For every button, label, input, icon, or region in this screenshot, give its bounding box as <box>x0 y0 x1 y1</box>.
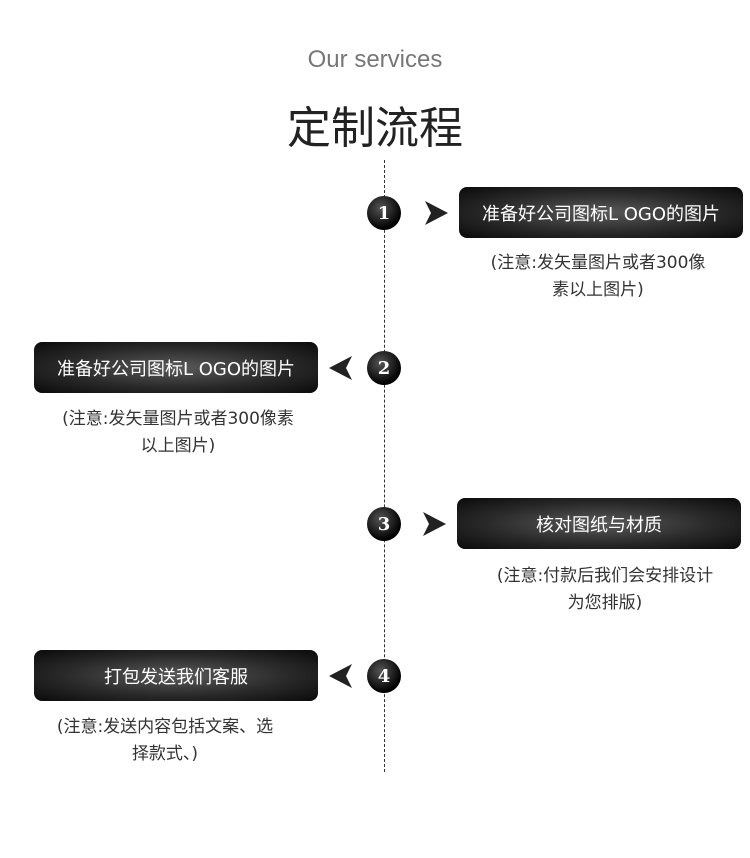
step-number-badge: 3 <box>367 507 401 541</box>
step-title-box: 打包发送我们客服 <box>34 650 318 701</box>
step-number-badge: 2 <box>367 351 401 385</box>
arrow-left-icon <box>329 356 352 380</box>
arrow-right-icon <box>423 512 446 536</box>
step-note: (注意:发矢量图片或者300像 素以上图片) <box>453 250 743 304</box>
step-note: (注意:发送内容包括文案、选 择款式、) <box>20 714 310 768</box>
step-number-badge: 4 <box>367 659 401 693</box>
step-number-badge: 1 <box>367 196 401 230</box>
section-subtitle: Our services <box>307 46 443 73</box>
step-note-line: (注意:发送内容包括文案、选 <box>56 717 274 737</box>
arrow-left-icon <box>329 664 352 688</box>
arrow-right-icon <box>425 201 448 225</box>
page-title: 定制流程 <box>287 103 463 154</box>
step-note-line: (注意:发矢量图片或者300像素 <box>62 409 294 429</box>
step-note-line: 素以上图片) <box>552 280 644 300</box>
step-note-line: (注意:发矢量图片或者300像 <box>490 253 706 273</box>
step-note-line: 为您排版) <box>567 593 643 613</box>
step-title-box: 准备好公司图标L OGO的图片 <box>459 187 743 238</box>
step-note-line: 择款式、) <box>131 744 199 764</box>
timeline-dashed-line <box>384 160 385 772</box>
step-note-line: (注意:付款后我们会安排设计 <box>496 566 714 586</box>
step-note-line: 以上图片) <box>140 436 216 456</box>
step-title-box: 准备好公司图标L OGO的图片 <box>34 342 318 393</box>
step-note: (注意:发矢量图片或者300像素 以上图片) <box>33 406 323 460</box>
step-note: (注意:付款后我们会安排设计 为您排版) <box>460 563 750 617</box>
step-title-box: 核对图纸与材质 <box>457 498 741 549</box>
